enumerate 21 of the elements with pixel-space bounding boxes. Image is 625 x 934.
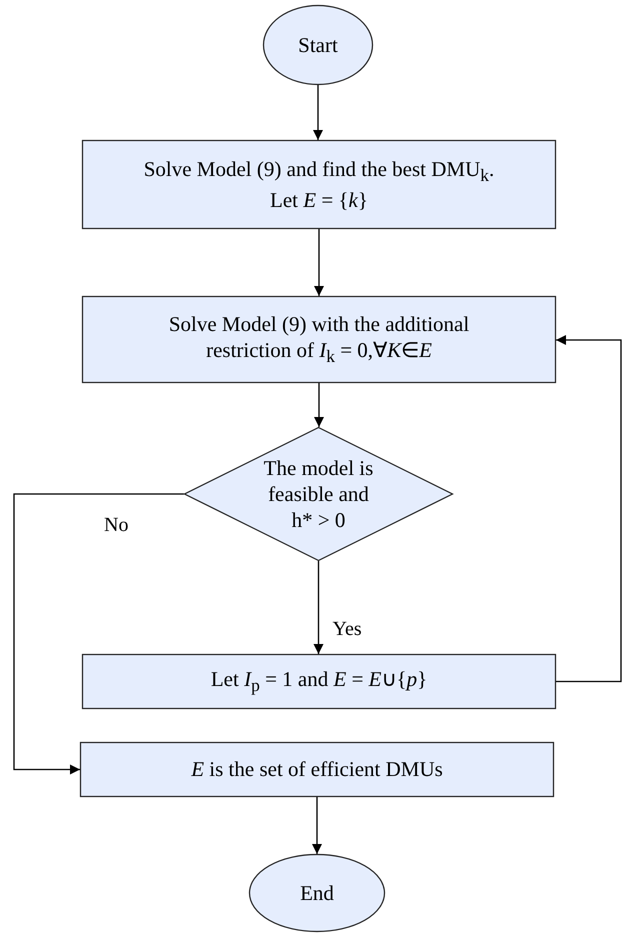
terminal-ellipse bbox=[263, 5, 373, 85]
arrow bbox=[314, 561, 324, 654]
process-box bbox=[82, 654, 556, 709]
arrow bbox=[312, 797, 322, 854]
node-text: Let I$_{p}$ = 1 and E = E∪{p} bbox=[210, 666, 428, 698]
arrow bbox=[313, 85, 323, 140]
terminal-ellipse bbox=[249, 854, 385, 932]
arrow bbox=[556, 335, 622, 682]
node-text: Solve Model (9) with the additional restriction of I$_{k}$ = 0,∀K∈E bbox=[168, 310, 470, 368]
arrow bbox=[314, 383, 324, 427]
node-text: Solve Model (9) and find the best DMU$_{k}$. Let E = {k} bbox=[142, 156, 496, 214]
process-box bbox=[80, 742, 554, 797]
node-text: E is the set of efficient DMUs bbox=[190, 756, 444, 783]
arrow bbox=[13, 493, 184, 774]
node-text: End bbox=[299, 880, 335, 906]
process-box bbox=[82, 296, 556, 383]
process-box bbox=[82, 140, 556, 229]
arrow bbox=[314, 229, 324, 296]
decision-diamond bbox=[184, 427, 453, 561]
node-text: The model is feasible and h* > 0 bbox=[262, 454, 374, 534]
node-text: Start bbox=[297, 32, 339, 58]
